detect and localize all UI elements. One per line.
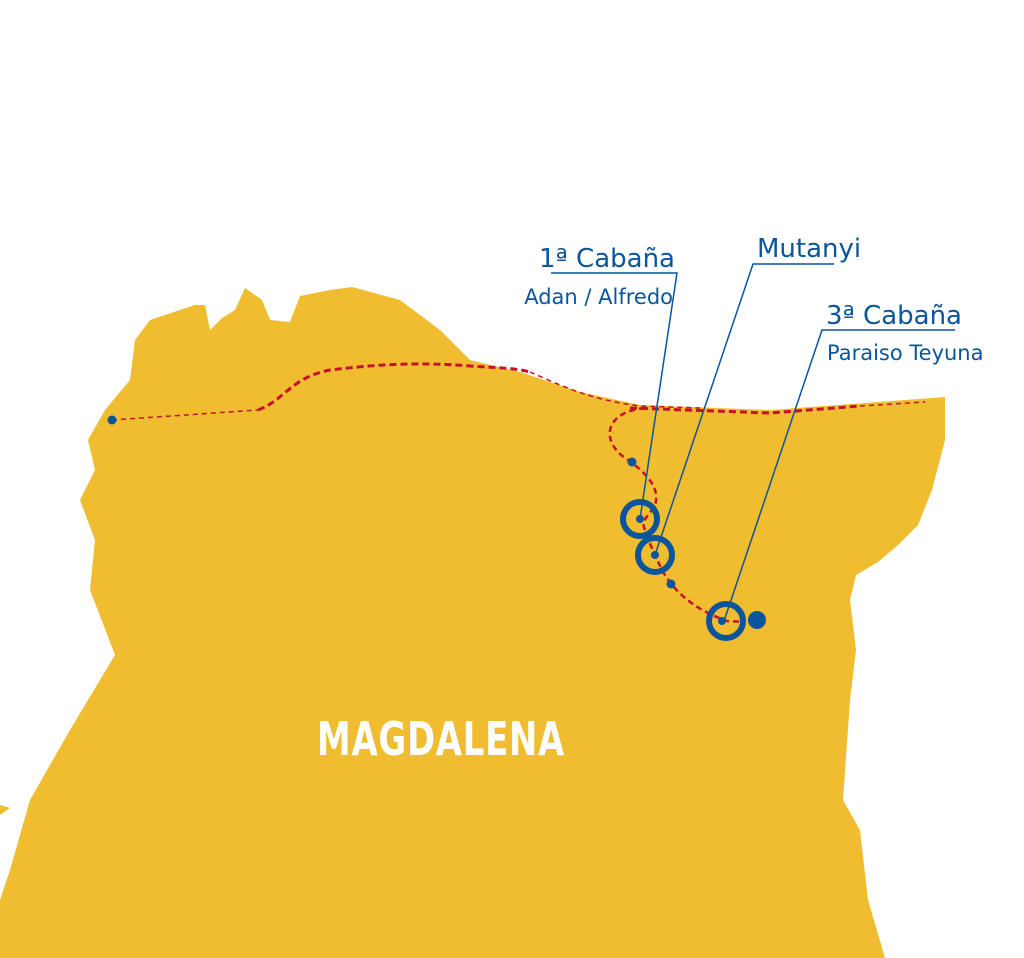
route-start-dot	[107, 415, 117, 425]
stop-3-title: 3ª Cabaña	[826, 301, 962, 331]
leader-line-2	[654, 263, 834, 556]
destination-dot	[748, 611, 766, 629]
main-route-east-bold	[629, 404, 861, 415]
main-route-end	[859, 401, 926, 407]
main-route-east	[529, 371, 701, 409]
stop-2-title: Mutanyi	[757, 234, 861, 264]
main-route	[111, 409, 259, 421]
stop-1-title: 1ª Cabaña	[539, 244, 675, 274]
land-fragment	[0, 805, 10, 815]
leader-line-3	[723, 329, 955, 622]
waypoint-dot	[627, 457, 637, 467]
stop-3-subtitle: Paraiso Teyuna	[827, 341, 984, 365]
main-route-bold	[257, 362, 531, 412]
waypoint-dot	[666, 579, 676, 589]
stop-1-subtitle: Adan / Alfredo	[524, 285, 673, 309]
branch-route	[608, 406, 746, 624]
land-region	[0, 287, 945, 958]
region-label: MAGDALENA	[317, 712, 565, 766]
leader-line-1	[551, 272, 678, 520]
leader-lines	[551, 263, 955, 622]
